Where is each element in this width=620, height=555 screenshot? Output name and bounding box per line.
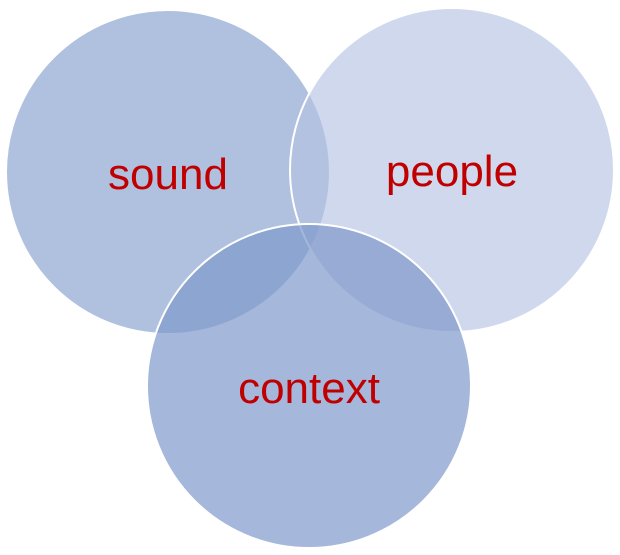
sound-label: sound [108,150,228,199]
context-label: context [238,364,380,413]
people-label: people [386,147,518,196]
context-circle [146,223,472,549]
